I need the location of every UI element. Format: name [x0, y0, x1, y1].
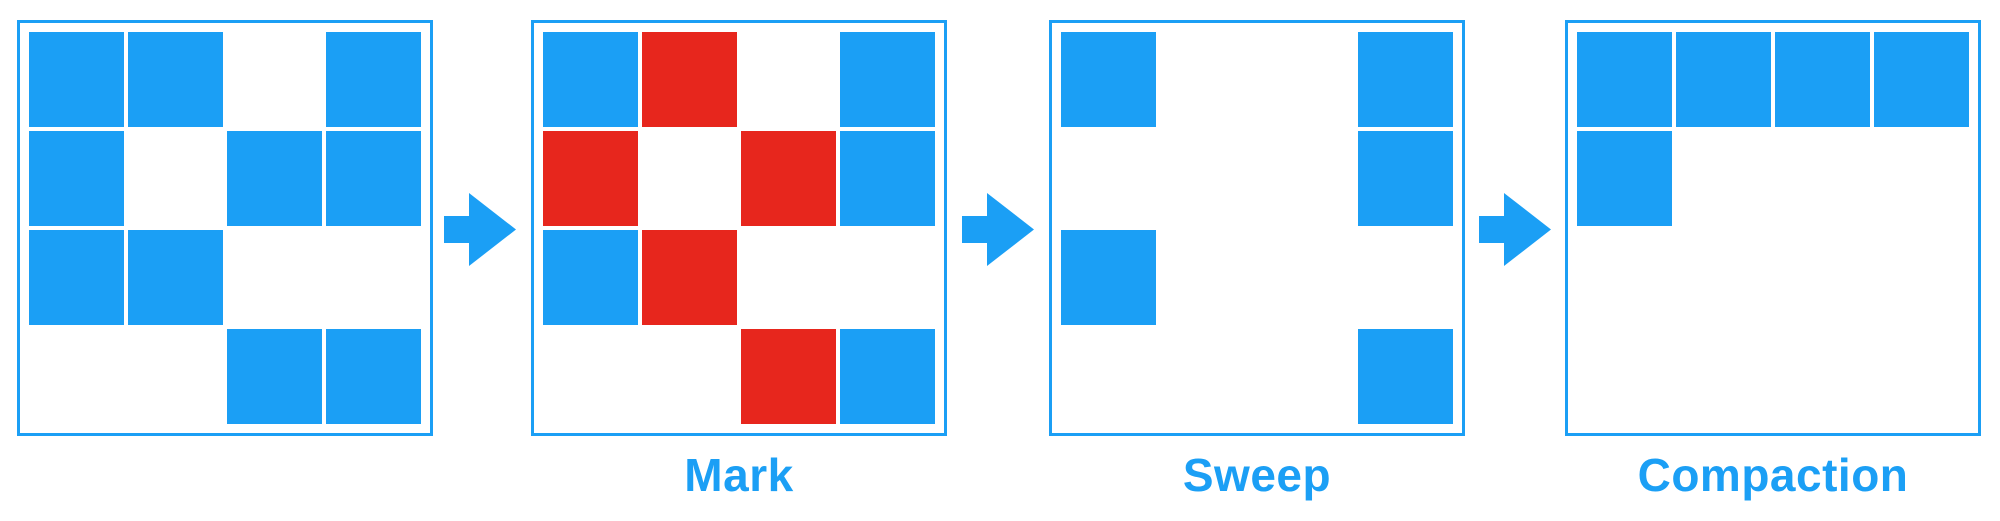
memory-cell-empty: [29, 329, 124, 424]
memory-cell-red: [642, 32, 737, 127]
memory-cell-blue: [29, 230, 124, 325]
memory-cell-empty: [1874, 230, 1969, 325]
memory-cell-empty: [1160, 131, 1255, 226]
memory-cell-blue: [1358, 329, 1453, 424]
memory-grid-initial: [17, 20, 433, 436]
memory-cell-blue: [326, 32, 421, 127]
memory-cell-empty: [1577, 329, 1672, 424]
memory-cell-empty: [1061, 329, 1156, 424]
memory-cell-empty: [642, 329, 737, 424]
memory-grid-compaction: [1565, 20, 1981, 436]
memory-cell-blue: [840, 329, 935, 424]
memory-cell-empty: [1775, 230, 1870, 325]
memory-cell-empty: [1676, 131, 1771, 226]
memory-cell-empty: [227, 230, 322, 325]
stage-sweep: Sweep: [1049, 20, 1465, 502]
memory-cell-empty: [1775, 131, 1870, 226]
memory-cell-empty: [1676, 329, 1771, 424]
memory-cell-empty: [1874, 131, 1969, 226]
memory-cell-blue: [29, 32, 124, 127]
memory-grid-sweep: [1049, 20, 1465, 436]
memory-cell-empty: [1160, 329, 1255, 424]
stage-initial: [17, 20, 433, 500]
memory-cell-empty: [326, 230, 421, 325]
memory-cell-blue: [128, 32, 223, 127]
memory-cell-empty: [1259, 230, 1354, 325]
memory-cell-empty: [1358, 230, 1453, 325]
memory-cell-empty: [1676, 230, 1771, 325]
memory-cell-empty: [1775, 329, 1870, 424]
memory-cell-blue: [326, 329, 421, 424]
memory-cell-empty: [1061, 131, 1156, 226]
memory-cell-empty: [543, 329, 638, 424]
memory-cell-empty: [128, 329, 223, 424]
memory-grid-mark: [531, 20, 947, 436]
memory-cell-red: [741, 131, 836, 226]
stage-compaction: Compaction: [1565, 20, 1981, 502]
memory-cell-blue: [227, 329, 322, 424]
memory-cell-blue: [1358, 131, 1453, 226]
memory-cell-empty: [1259, 32, 1354, 127]
memory-cell-empty: [741, 230, 836, 325]
memory-cell-blue: [326, 131, 421, 226]
memory-cell-empty: [1577, 230, 1672, 325]
memory-cell-empty: [1259, 329, 1354, 424]
memory-cell-empty: [1259, 131, 1354, 226]
memory-cell-blue: [840, 131, 935, 226]
memory-cell-blue: [1061, 32, 1156, 127]
memory-cell-blue: [543, 32, 638, 127]
memory-cell-red: [642, 230, 737, 325]
memory-cell-blue: [227, 131, 322, 226]
memory-cell-empty: [128, 131, 223, 226]
memory-cell-blue: [29, 131, 124, 226]
arrow-right-icon: [444, 193, 516, 266]
memory-cell-blue: [1358, 32, 1453, 127]
stage-label: [17, 448, 433, 500]
stage-label: Sweep: [1182, 449, 1332, 501]
memory-cell-red: [543, 131, 638, 226]
arrow-right-icon: [1479, 193, 1551, 266]
memory-cell-blue: [543, 230, 638, 325]
memory-cell-blue: [1061, 230, 1156, 325]
memory-cell-empty: [840, 230, 935, 325]
memory-cell-blue: [128, 230, 223, 325]
arrow-right-icon: [962, 193, 1034, 266]
memory-cell-empty: [227, 32, 322, 127]
memory-cell-blue: [1676, 32, 1771, 127]
memory-cell-empty: [741, 32, 836, 127]
memory-cell-blue: [1577, 131, 1672, 226]
stage-mark: Mark: [531, 20, 947, 502]
memory-cell-blue: [1874, 32, 1969, 127]
memory-cell-empty: [1160, 32, 1255, 127]
memory-cell-empty: [1874, 329, 1969, 424]
memory-cell-red: [741, 329, 836, 424]
memory-cell-empty: [642, 131, 737, 226]
memory-cell-blue: [1577, 32, 1672, 127]
stage-label: Mark: [684, 449, 794, 501]
stage-label: Compaction: [1637, 449, 1909, 501]
memory-cell-blue: [840, 32, 935, 127]
memory-cell-blue: [1775, 32, 1870, 127]
memory-cell-empty: [1160, 230, 1255, 325]
